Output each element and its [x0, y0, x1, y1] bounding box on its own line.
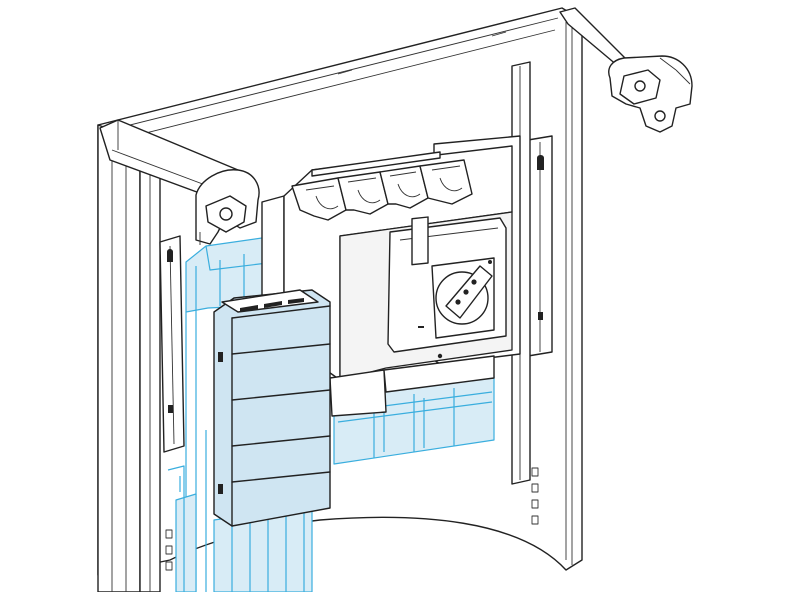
panel-slot-holes: [165, 467, 539, 571]
top-terminal-covers: [291, 151, 473, 221]
front-cover-plate: [213, 289, 331, 527]
right-hinge-clamp: [559, 7, 693, 133]
rotary-handle: [445, 265, 493, 319]
top-rail-bracket: [99, 119, 260, 245]
enclosure-left-wall: [97, 124, 161, 592]
front-face-with-handle: [387, 216, 507, 359]
left-mounting-upright: [159, 235, 185, 453]
